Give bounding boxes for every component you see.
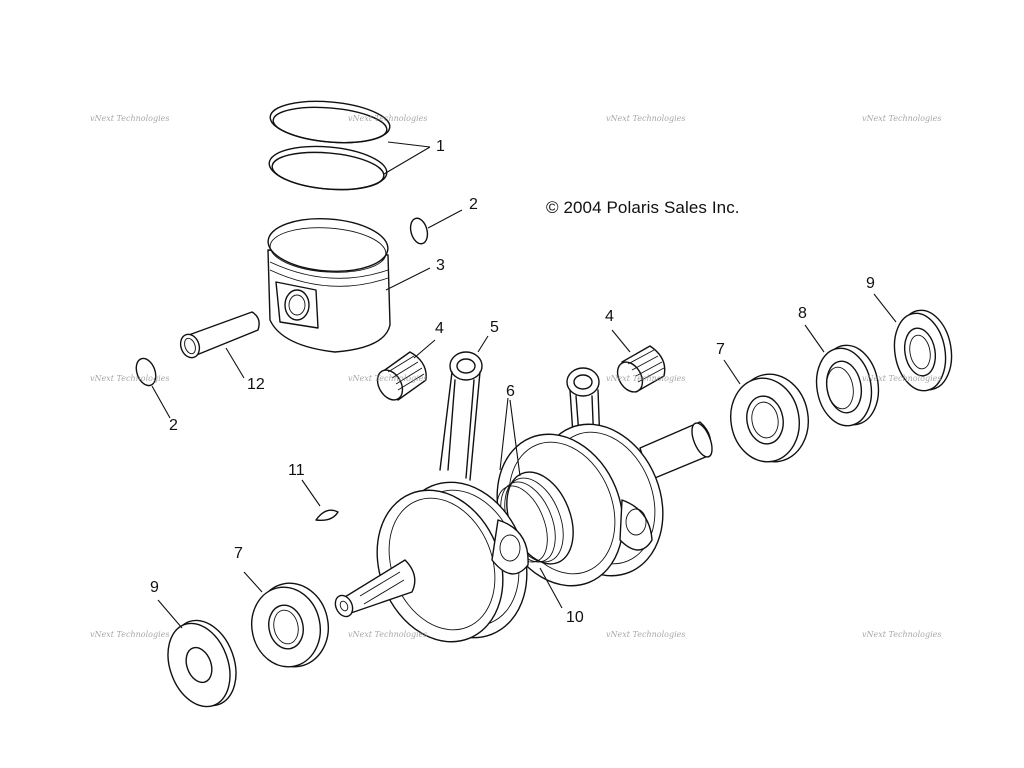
leader-lines bbox=[151, 141, 897, 629]
watermark: vNext Technologies bbox=[90, 630, 170, 639]
callout-label: 5 bbox=[490, 319, 499, 336]
crankshaft bbox=[334, 421, 713, 643]
callout-label: 11 bbox=[288, 462, 305, 479]
watermark: vNext Technologies bbox=[862, 374, 942, 383]
copyright-notice: © 2004 Polaris Sales Inc. bbox=[546, 198, 740, 217]
watermark: vNext Technologies bbox=[606, 374, 686, 383]
callout-label: 2 bbox=[169, 417, 178, 434]
needle-bearing-left bbox=[376, 351, 427, 401]
callout-label: 10 bbox=[566, 609, 584, 626]
callout-label: 7 bbox=[716, 341, 725, 358]
piston bbox=[267, 218, 391, 353]
callout-label: 4 bbox=[435, 320, 444, 337]
wrist-pin bbox=[179, 311, 260, 359]
callout-label: 1 bbox=[436, 138, 445, 155]
callout-label: 2 bbox=[469, 196, 478, 213]
watermark: vNext Technologies bbox=[348, 630, 428, 639]
watermark: vNext Technologies bbox=[90, 374, 170, 383]
callout-label: 9 bbox=[150, 579, 159, 596]
circlip-lower bbox=[135, 357, 157, 387]
oil-seal-right bbox=[893, 309, 953, 392]
watermark: vNext Technologies bbox=[606, 630, 686, 639]
watermark: vNext Technologies bbox=[606, 114, 686, 123]
outer-bearing bbox=[815, 344, 880, 427]
oil-seal-left bbox=[167, 619, 237, 708]
watermark: vNext Technologies bbox=[348, 374, 428, 383]
main-bearing-right bbox=[730, 373, 809, 463]
callout-label: 4 bbox=[605, 308, 614, 325]
circlip-upper bbox=[409, 217, 429, 245]
callout-label: 6 bbox=[506, 383, 515, 400]
needle-bearing-right bbox=[616, 345, 666, 393]
watermark: vNext Technologies bbox=[862, 114, 942, 123]
callout-label: 3 bbox=[436, 257, 445, 274]
watermark: vNext Technologies bbox=[348, 114, 428, 123]
watermark: vNext Technologies bbox=[862, 630, 942, 639]
connecting-rod-right bbox=[566, 367, 601, 451]
piston-rings bbox=[268, 100, 391, 191]
callout-label: 8 bbox=[798, 305, 807, 322]
main-bearing-left bbox=[251, 582, 329, 668]
connecting-rod-left bbox=[439, 351, 483, 481]
woodruff-key bbox=[315, 509, 339, 522]
callout-label: 7 bbox=[234, 545, 243, 562]
callout-label: 9 bbox=[866, 275, 875, 292]
watermark: vNext Technologies bbox=[90, 114, 170, 123]
callout-label: 12 bbox=[247, 376, 265, 393]
